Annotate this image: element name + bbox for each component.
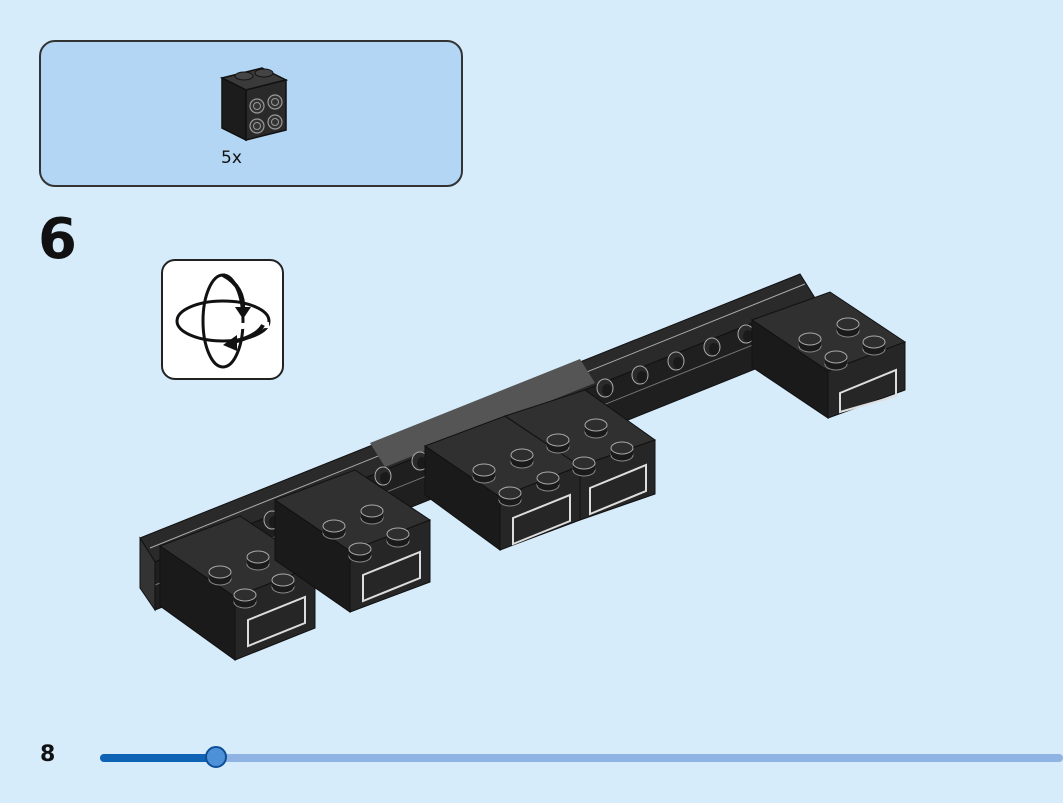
part-quantity: 5x — [221, 148, 242, 168]
progress-track — [100, 754, 1063, 762]
rotate-arrows-icon — [175, 273, 271, 369]
page-number: 8 — [40, 742, 56, 767]
progress-bar — [100, 746, 1063, 768]
progress-knob — [204, 746, 227, 768]
parts-callout: 5x — [39, 40, 463, 187]
rotate-model-icon — [161, 259, 284, 380]
part-brick-icon — [219, 67, 289, 142]
progress-fill — [100, 754, 216, 762]
step-number: 6 — [38, 207, 77, 272]
